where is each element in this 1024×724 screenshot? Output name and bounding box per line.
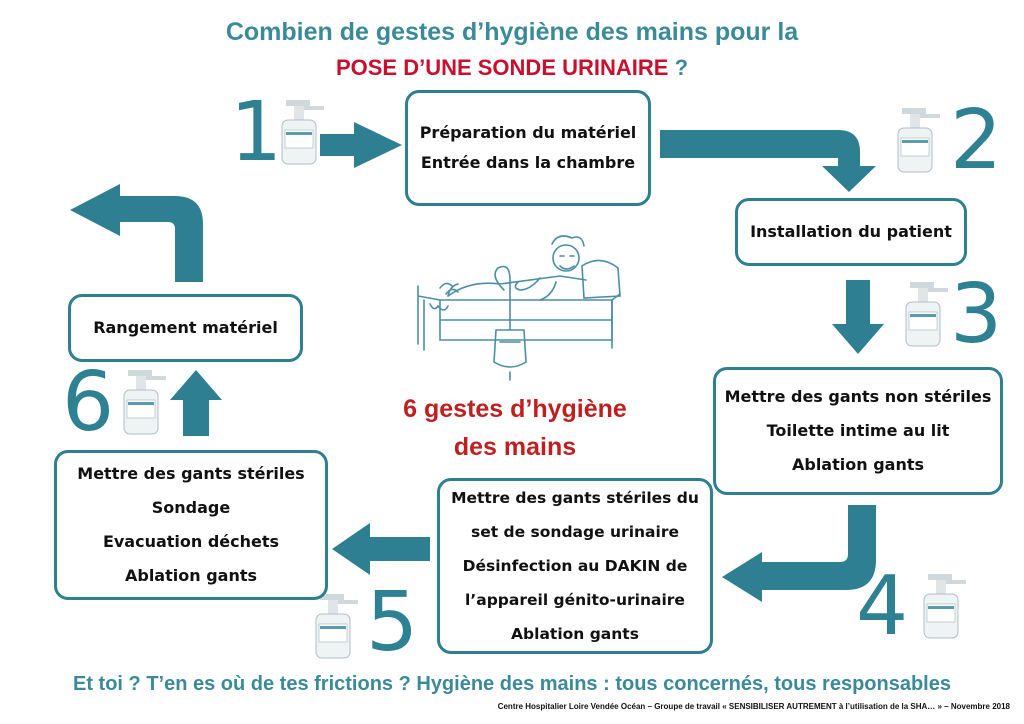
step-number-5: 5: [366, 575, 419, 670]
step-number-1: 1: [230, 85, 283, 180]
patient-illustration: [417, 235, 621, 381]
hand-sanitizer-icon: [315, 594, 358, 659]
step-4-line-5: Ablation gants: [511, 625, 639, 643]
step-2-line-1: Installation du patient: [750, 222, 952, 241]
step-box-4: Mettre des gants stériles du set de sond…: [437, 478, 713, 654]
step-number-3: 3: [950, 267, 1003, 362]
step-box-2: Installation du patient: [735, 198, 967, 266]
step-number-6: 6: [62, 355, 115, 450]
step-4-line-3: Désinfection au DAKIN de: [462, 557, 688, 575]
center-summary: 6 gestes d’hygiène des mains: [350, 390, 680, 466]
step-box-1: Préparation du matériel Entrée dans la c…: [405, 90, 651, 206]
center-line-2: des mains: [453, 433, 577, 461]
footer-slogan: Et toi ? T’en es où de tes frictions ? H…: [73, 673, 951, 695]
hand-sanitizer-icon: [923, 574, 966, 639]
step-3-line-2: Toilette intime au lit: [766, 421, 950, 440]
step-5-line-2: Sondage: [151, 498, 231, 517]
step-4-line-2: set de sondage urinaire: [471, 523, 679, 541]
title-line-1: Combien de gestes d’hygiène des mains po…: [225, 18, 799, 46]
hand-sanitizer-icon: [281, 100, 324, 165]
hand-sanitizer-icon: [897, 108, 940, 173]
hand-sanitizer-icon: [123, 370, 166, 435]
step-number-2: 2: [950, 93, 1003, 188]
arrow-box1-to-box2: [660, 130, 876, 192]
step-box-5: Mettre des gants stériles Sondage Evacua…: [54, 450, 328, 600]
step-4-line-4: l’appareil génito-urinaire: [465, 591, 685, 609]
step-3-line-3: Ablation gants: [791, 455, 924, 474]
credit-line: Centre Hospitalier Loire Vendée Océan – …: [497, 702, 1010, 711]
step-box-3: Mettre des gants non stériles Toilette i…: [713, 367, 1003, 495]
arrow-box5-to-box6: [170, 370, 222, 436]
step-5-line-1: Mettre des gants stériles: [77, 464, 305, 483]
arrow-box6-to-box1: [70, 184, 203, 282]
arrow-step1-to-box: [320, 122, 402, 168]
step-5-line-3: Evacuation déchets: [102, 532, 280, 551]
arrow-box2-to-box3: [832, 280, 884, 354]
arrow-box4-to-box5: [332, 523, 430, 575]
step-number-4: 4: [856, 559, 909, 654]
center-line-1: 6 gestes d’hygiène: [403, 395, 627, 423]
step-6-line-1: Rangement matériel: [93, 318, 278, 337]
step-5-line-4: Ablation gants: [124, 566, 257, 585]
step-1-line-2: Entrée dans la chambre: [420, 153, 636, 172]
step-4-line-1: Mettre des gants stériles du: [451, 489, 699, 507]
hand-sanitizer-icon: [905, 282, 948, 347]
step-1-line-1: Préparation du matériel: [419, 123, 637, 142]
step-3-line-1: Mettre des gants non stériles: [724, 387, 992, 406]
step-box-6: Rangement matériel: [68, 294, 303, 362]
arrow-box3-to-box4: [722, 505, 876, 602]
title-question-mark: ?: [674, 55, 689, 80]
title-procedure: POSE D’UNE SONDE URINAIRE: [335, 55, 669, 80]
title-line-2: POSE D’UNE SONDE URINAIRE ?: [0, 55, 1024, 81]
